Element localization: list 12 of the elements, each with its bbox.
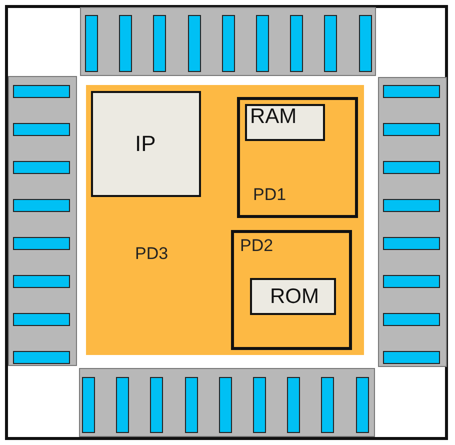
block-label: ROM [270, 286, 319, 307]
ip-block [91, 91, 201, 197]
block-label: PD1 [253, 186, 286, 203]
block-label: RAM [250, 106, 297, 127]
block-label: PD2 [240, 237, 274, 254]
power-domain-box [237, 97, 358, 218]
power-domain-region [86, 85, 364, 355]
block-label: IP [135, 133, 156, 155]
block-label: PD3 [135, 245, 168, 262]
power-domain-box [231, 230, 352, 350]
memory-block [245, 104, 325, 141]
memory-block [250, 278, 336, 315]
